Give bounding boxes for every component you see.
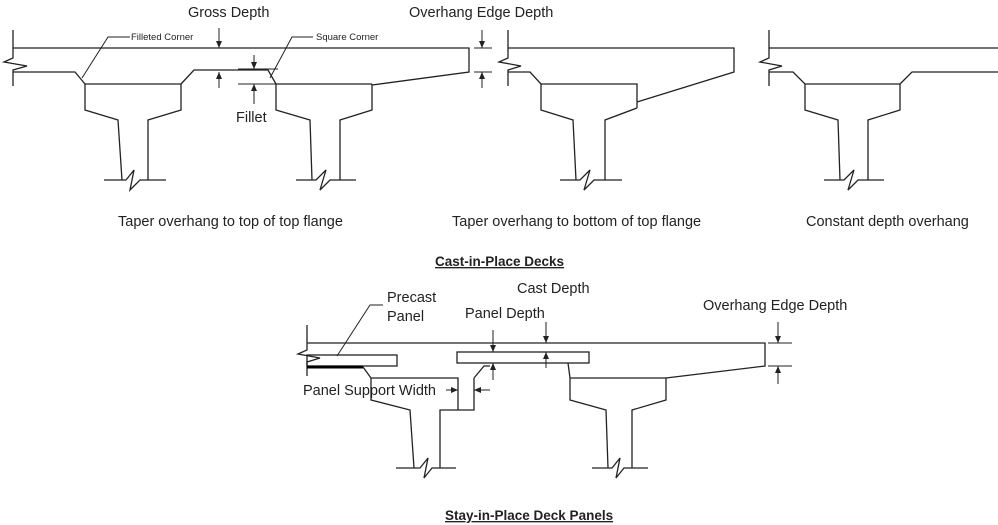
haunch-left — [362, 366, 475, 411]
deck-outline — [769, 47, 998, 85]
filleted-corner-leader — [81, 36, 130, 79]
girder-right — [567, 362, 667, 469]
precast-panel-label-2: Panel — [387, 309, 424, 325]
square-corner-leader — [269, 36, 313, 79]
break-line — [496, 30, 522, 86]
girder-3 — [540, 84, 638, 181]
girder-right-break — [592, 457, 648, 479]
girder-2 — [275, 83, 373, 181]
girder-left-break — [396, 457, 456, 479]
cast-in-place-section: Gross Depth Fillet Filleted Corner Squar… — [1, 5, 998, 269]
precast-panel-right — [456, 351, 590, 364]
gross-depth-label: Gross Depth — [188, 5, 269, 21]
square-corner-label: Square Corner — [316, 32, 378, 43]
fillet-label: Fillet — [236, 110, 267, 126]
girder-1 — [84, 83, 182, 181]
girder-left — [370, 378, 458, 469]
deck-top-edge — [13, 47, 470, 86]
girder-4 — [804, 84, 901, 181]
precast-panel-left — [306, 354, 398, 367]
deck-section-constant: Constant depth overhang — [757, 30, 998, 230]
deck-bottom-left — [13, 71, 86, 85]
overhang-edge-depth-label: Overhang Edge Depth — [703, 298, 847, 314]
panel-depth-label: Panel Depth — [465, 306, 545, 322]
deck-bottom — [508, 71, 638, 108]
girder-4-break — [824, 169, 884, 191]
precast-panel-label-1: Precast — [387, 290, 436, 306]
stay-in-place-section: Precast Panel Cast Depth Panel Depth Ove… — [295, 281, 847, 523]
deck-section-taper-bottom: Taper overhang to bottom of top flange — [452, 30, 735, 230]
caption-taper-top: Taper overhang to top of top flange — [118, 214, 343, 230]
caption-constant: Constant depth overhang — [806, 214, 969, 230]
filleted-corner-label: Filleted Corner — [131, 32, 193, 43]
deck-outline — [307, 342, 766, 379]
deck-section-taper-top: Gross Depth Fillet Filleted Corner Squar… — [1, 5, 470, 230]
haunch-filleted — [180, 69, 277, 85]
overhang-edge-depth-label: Overhang Edge Depth — [409, 5, 553, 21]
haunch-left-top — [473, 365, 490, 379]
break-line-left — [1, 30, 28, 86]
cast-depth-label: Cast Depth — [517, 281, 590, 297]
precast-panel-leader — [336, 304, 383, 357]
girder-2-break — [296, 169, 356, 191]
girder-1-break — [104, 169, 166, 192]
overhang-edge-depth-dim: Overhang Edge Depth — [409, 5, 553, 88]
heading-stay-in-place: Stay-in-Place Deck Panels — [445, 508, 613, 523]
deck-outline — [508, 47, 735, 103]
caption-taper-bottom: Taper overhang to bottom of top flange — [452, 214, 701, 230]
deck-bottom — [769, 71, 900, 85]
break-line — [757, 30, 783, 86]
panel-support-width-label: Panel Support Width — [303, 383, 436, 399]
girder-3-break — [560, 169, 622, 191]
heading-cast-in-place: Cast-in-Place Decks — [435, 254, 564, 269]
